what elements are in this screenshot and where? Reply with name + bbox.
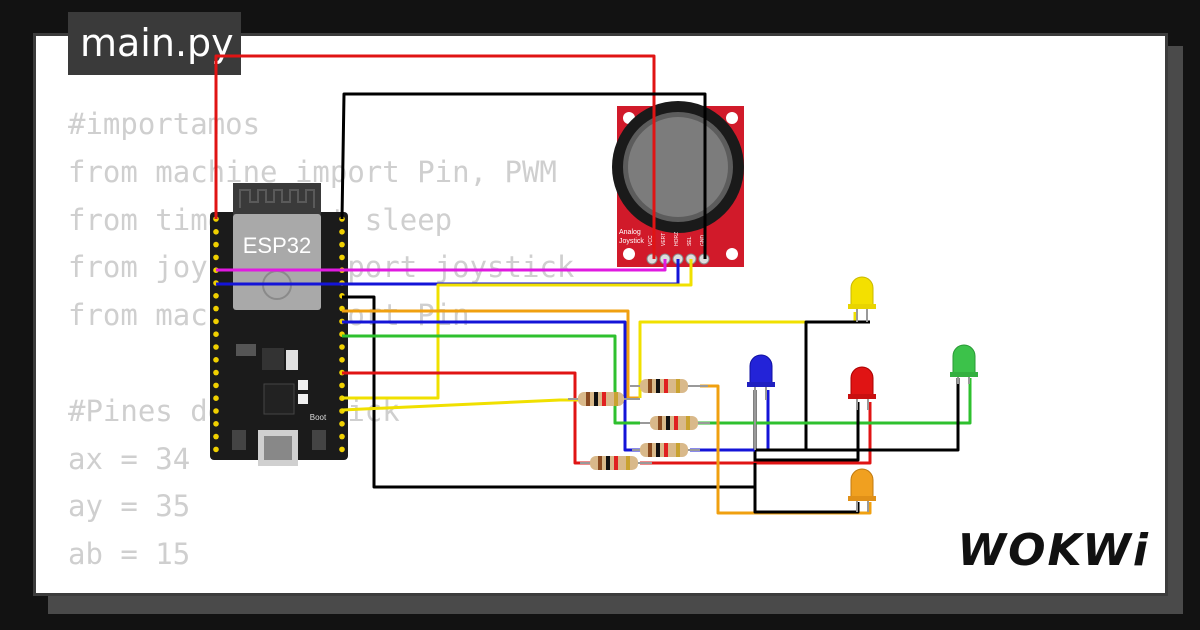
header-pin[interactable] [213,395,219,402]
header-pin[interactable] [339,229,345,235]
header-pin[interactable] [213,305,219,312]
resistor[interactable] [640,416,710,430]
file-tab[interactable]: main.py [68,12,241,75]
esp32-label: ESP32 [243,233,312,258]
wire-red-2[interactable] [342,371,590,465]
header-pin[interactable] [213,344,219,350]
code-line: ab = 15 [68,537,191,572]
wire-yellow-sel[interactable] [342,259,693,400]
boot-button[interactable] [312,430,326,450]
wire-black-gnd[interactable] [340,92,707,259]
header-pin[interactable] [213,229,219,235]
header-pin[interactable] [213,331,219,338]
wire-black-red[interactable] [755,402,860,462]
wire-red-vcc[interactable] [214,54,656,259]
joystick-module[interactable]: Analog Joystick VCC VERT HORZ SEL GND [612,101,744,267]
resistor[interactable] [632,443,700,457]
led-orange[interactable] [848,468,876,512]
wire-orange-led[interactable] [700,384,872,515]
wire-green[interactable] [342,334,640,425]
boot-label: Boot [310,413,327,422]
resistor[interactable] [630,379,708,393]
header-pin[interactable] [213,446,219,453]
esp32-board[interactable]: ESP32 Boot [210,183,348,466]
joystick-pin-label: VCC [648,235,654,246]
header-pin[interactable] [213,357,219,363]
header-pin[interactable] [213,293,219,299]
header-pin[interactable] [339,446,345,453]
header-pin[interactable] [213,318,219,325]
esp32-left-pin-header[interactable] [213,216,219,453]
header-pin[interactable] [213,408,219,414]
header-pin[interactable] [213,241,219,248]
wire-green-led[interactable] [690,378,972,425]
joystick-label-1: Analog [619,229,641,236]
wire-blue-2[interactable] [342,320,640,452]
code-line: from machine import Pin, PWM [68,154,557,189]
led-blue[interactable] [747,354,775,450]
header-pin[interactable] [339,241,345,248]
joystick-pin-label: HORZ [674,232,680,246]
header-pin[interactable] [339,254,345,261]
joystick-pin-label: VERT [661,233,667,246]
led-red[interactable] [848,366,876,410]
header-pin[interactable] [213,433,219,440]
header-pin[interactable] [213,421,219,427]
joystick-pin-label: GND [700,235,706,247]
led-yellow[interactable] [848,276,876,322]
header-pin[interactable] [213,382,219,389]
wire-orange[interactable] [342,309,640,400]
resistor[interactable] [580,456,652,470]
wire-black-green[interactable] [755,378,960,452]
resistor[interactable] [568,392,640,406]
led-green[interactable] [950,344,978,384]
header-pin[interactable] [339,382,345,389]
header-pin[interactable] [339,421,345,427]
code-line: ax = 34 [68,441,191,476]
wire-black-orange[interactable] [753,463,860,514]
wire-magenta-vert[interactable] [216,259,667,272]
code-line: #importamos [68,107,261,141]
wire-black-gnd-2[interactable] [342,295,757,489]
header-pin[interactable] [213,254,219,261]
wokwi-logo[interactable]: WOKWi [957,525,1150,576]
code-line: ay = 35 [68,489,191,524]
wire-yellow-led[interactable] [638,312,857,398]
header-pin[interactable] [339,357,345,363]
header-pin[interactable] [339,433,345,440]
en-button[interactable] [232,430,246,450]
wire-yellow-2[interactable] [341,398,580,412]
joystick-pin-label: SEL [687,236,693,246]
header-pin[interactable] [339,344,345,350]
header-pin[interactable] [213,369,219,376]
joystick-label-2: Joystick [619,238,644,245]
